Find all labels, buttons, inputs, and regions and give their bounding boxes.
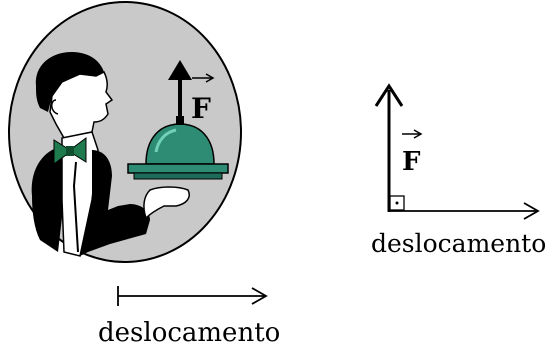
force-arrow-left-head — [168, 60, 192, 80]
waiter-scene: F deslocamento — [8, 1, 280, 348]
force-symbol-left: F — [191, 92, 211, 125]
serving-tray — [127, 116, 229, 180]
cloche-knob — [176, 116, 184, 125]
displacement-right-head — [523, 202, 540, 220]
waiter-hair — [35, 52, 104, 112]
force-label-right: F — [402, 129, 423, 177]
waiter-arm-jacket — [80, 150, 150, 256]
force-arrow-right — [374, 83, 404, 212]
waiter-tie-line — [72, 161, 79, 253]
waiter-jacket — [31, 146, 64, 252]
right-angle-square — [389, 195, 405, 211]
waiter-figure — [31, 52, 190, 257]
vector-bar-left-tip — [205, 73, 215, 83]
cloche-highlight — [154, 128, 177, 153]
force-arrow-left — [168, 60, 192, 120]
displacement-arrow-right — [388, 202, 540, 220]
force-arrow-right-head — [374, 83, 404, 107]
displacement-left-head — [251, 287, 268, 305]
vector-diagram: F deslocamento — [371, 83, 546, 258]
bowtie-knot — [66, 146, 74, 156]
tray-plate — [127, 163, 229, 174]
displacement-label-right: deslocamento — [371, 229, 546, 258]
force-symbol-right: F — [402, 147, 421, 177]
right-angle-dot — [395, 201, 399, 205]
displacement-label-left: deslocamento — [98, 318, 280, 348]
waiter-hand — [143, 186, 190, 220]
tray-base — [133, 172, 223, 180]
force-label-left: F — [191, 73, 215, 125]
waiter-ear — [51, 99, 59, 115]
right-angle-marker — [389, 195, 405, 211]
displacement-arrow-left — [117, 286, 268, 306]
vector-bar-right-tip — [413, 129, 423, 139]
waiter-face — [49, 70, 114, 139]
